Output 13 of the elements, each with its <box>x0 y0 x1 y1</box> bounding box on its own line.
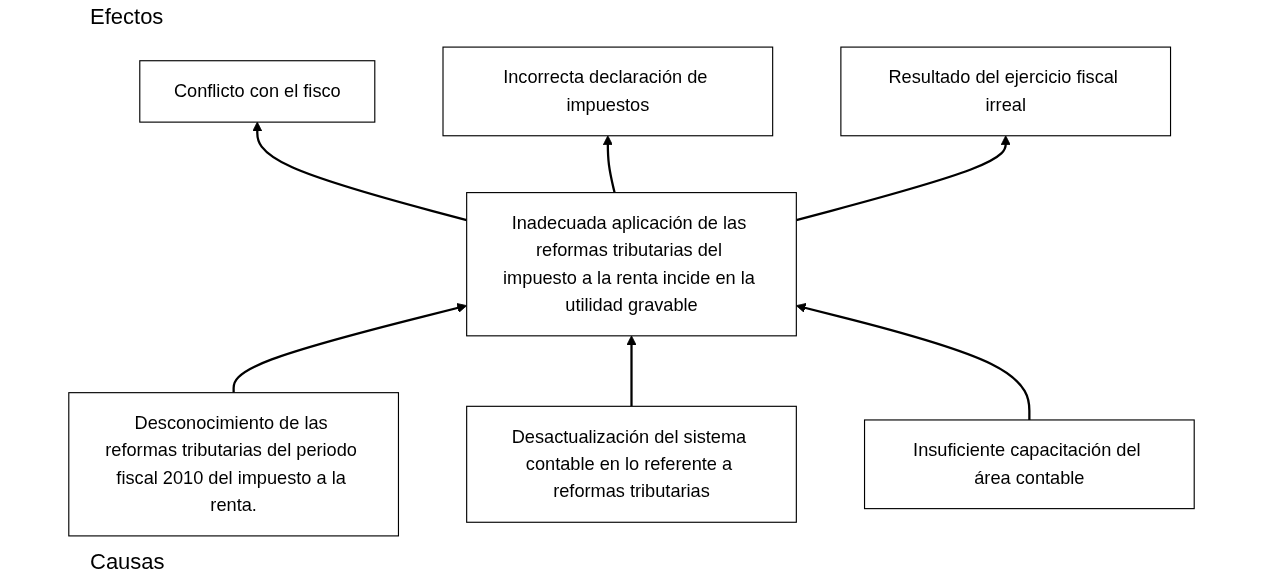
arrow <box>626 335 637 407</box>
arrow <box>602 135 616 193</box>
node-box: Conflicto con el fisco <box>139 60 376 123</box>
node-box: Desactualización del sistema contable en lo referente a reformas tributarias <box>466 405 797 523</box>
section-heading: Efectos <box>89 3 165 31</box>
node-box: Desconocimiento de las reformas tributarias del periodo fiscal 2010 del impuesto a la renta. <box>68 392 400 537</box>
node-box: Insuficiente capacitación del área contable <box>863 419 1195 510</box>
arrow <box>252 121 467 222</box>
node-box: Incorrecta declaración de impuestos <box>442 46 774 137</box>
arrow <box>796 135 1011 222</box>
section-heading: Causas <box>89 548 166 576</box>
node-box: Inadecuada aplicación de las reformas tributarias del impuesto a la renta incide en la utilidad gravable <box>466 192 797 337</box>
node-box: Resultado del ejercicio fiscal irreal <box>840 46 1172 137</box>
